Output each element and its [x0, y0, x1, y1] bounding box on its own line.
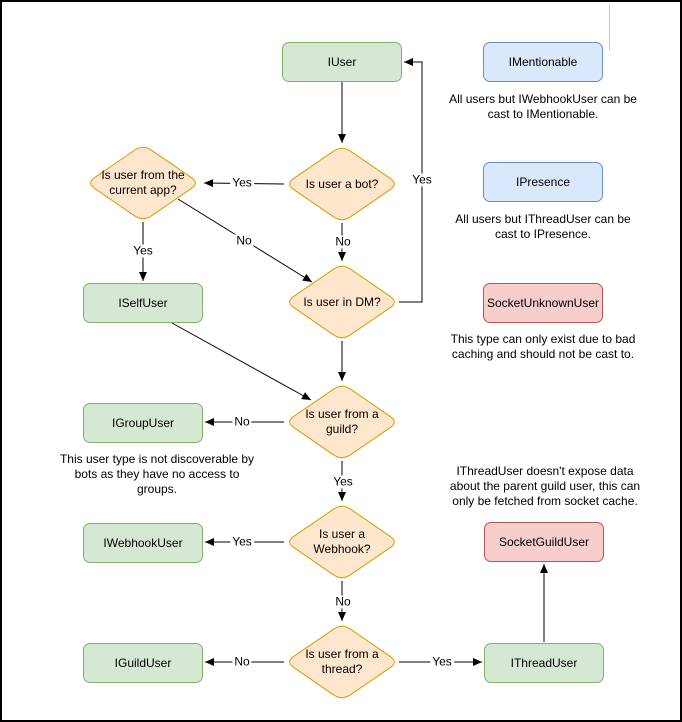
node-q-thread: Is user from a thread?	[285, 623, 399, 701]
node-label-q-webhook: Is user a Webhook?	[313, 527, 371, 556]
node-iselfuser: ISelfUser	[83, 283, 203, 323]
node-label-q-current-app: Is user from the current app?	[101, 168, 185, 197]
node-q-webhook: Is user a Webhook?	[285, 503, 399, 581]
diamond-shape	[289, 265, 395, 339]
node-socketguilduser: SocketGuildUser	[484, 522, 604, 562]
node-label-socketguilduser: SocketGuildUser	[498, 534, 590, 549]
diamond-shape	[289, 505, 395, 579]
node-label-iuser: IUser	[327, 54, 357, 69]
node-label-igroupuser: IGroupUser	[111, 415, 175, 430]
node-iuser: IUser	[282, 42, 402, 82]
edge-label-q-thread-iguilduser: No	[232, 654, 252, 669]
node-q-bot: Is user a bot?	[285, 145, 399, 223]
edge-label-q-guild-q-webhook: Yes	[331, 474, 355, 489]
node-label-imentionable: IMentionable	[508, 54, 578, 69]
node-ithreaduser: IThreadUser	[484, 643, 604, 683]
node-iwebhookuser: IWebhookUser	[83, 523, 203, 563]
node-label-ipresence: IPresence	[515, 174, 571, 189]
node-igroupuser: IGroupUser	[83, 403, 203, 443]
note-ipresence: All users but IThreadUser can be cast to…	[455, 212, 631, 241]
node-label-iwebhookuser: IWebhookUser	[103, 535, 183, 550]
node-label-q-thread: Is user from a thread?	[305, 647, 379, 676]
edge-label-q-dm-iuser: Yes	[410, 172, 434, 187]
edge-label-q-webhook-iwebhookuser: Yes	[230, 534, 254, 549]
diamond-shape	[289, 147, 395, 221]
note-imentionable: All users but IWebhookUser can be cast t…	[449, 92, 637, 121]
note-socketguilduser: IThreadUser doesn't expose data about th…	[449, 464, 641, 508]
diamond-shape	[289, 625, 395, 699]
edge-label-q-webhook-q-thread: No	[333, 594, 353, 609]
node-iguilduser: IGuildUser	[83, 643, 203, 683]
edge-label-q-guild-igroupuser: No	[232, 414, 252, 429]
node-label-q-guild: Is user from a guild?	[305, 407, 379, 436]
node-label-iselfuser: ISelfUser	[118, 295, 168, 310]
note-socketunknownuser: This type can only exist due to bad cach…	[450, 332, 636, 361]
node-imentionable: IMentionable	[483, 42, 603, 82]
node-q-dm: Is user in DM?	[285, 263, 399, 341]
note-igroupuser: This user type is not discoverable by bo…	[59, 452, 255, 496]
diamond-shape	[90, 146, 196, 220]
edge-label-q-current-app-iselfuser: Yes	[131, 243, 155, 258]
node-label-iguilduser: IGuildUser	[114, 655, 172, 670]
node-label-q-bot: Is user a bot?	[305, 176, 379, 191]
edge-label-q-current-app-q-dm: No	[234, 233, 254, 248]
page-break-line	[609, 4, 610, 50]
node-q-guild: Is user from a guild?	[285, 383, 399, 461]
node-q-current-app: Is user from the current app?	[86, 144, 200, 222]
node-label-q-dm: Is user in DM?	[303, 294, 381, 309]
diamond-shape	[289, 385, 395, 459]
node-label-ithreaduser: IThreadUser	[510, 655, 578, 670]
edge-label-q-thread-ithreaduser: Yes	[430, 654, 454, 669]
edge-label-q-bot-q-dm: No	[333, 234, 353, 249]
node-socketunknownuser: SocketUnknownUser	[483, 283, 603, 323]
node-ipresence: IPresence	[483, 162, 603, 202]
edge-iselfuser-q-guild	[171, 322, 312, 401]
edge-label-q-bot-q-current-app: Yes	[230, 175, 254, 190]
node-label-socketunknownuser: SocketUnknownUser	[486, 295, 600, 310]
